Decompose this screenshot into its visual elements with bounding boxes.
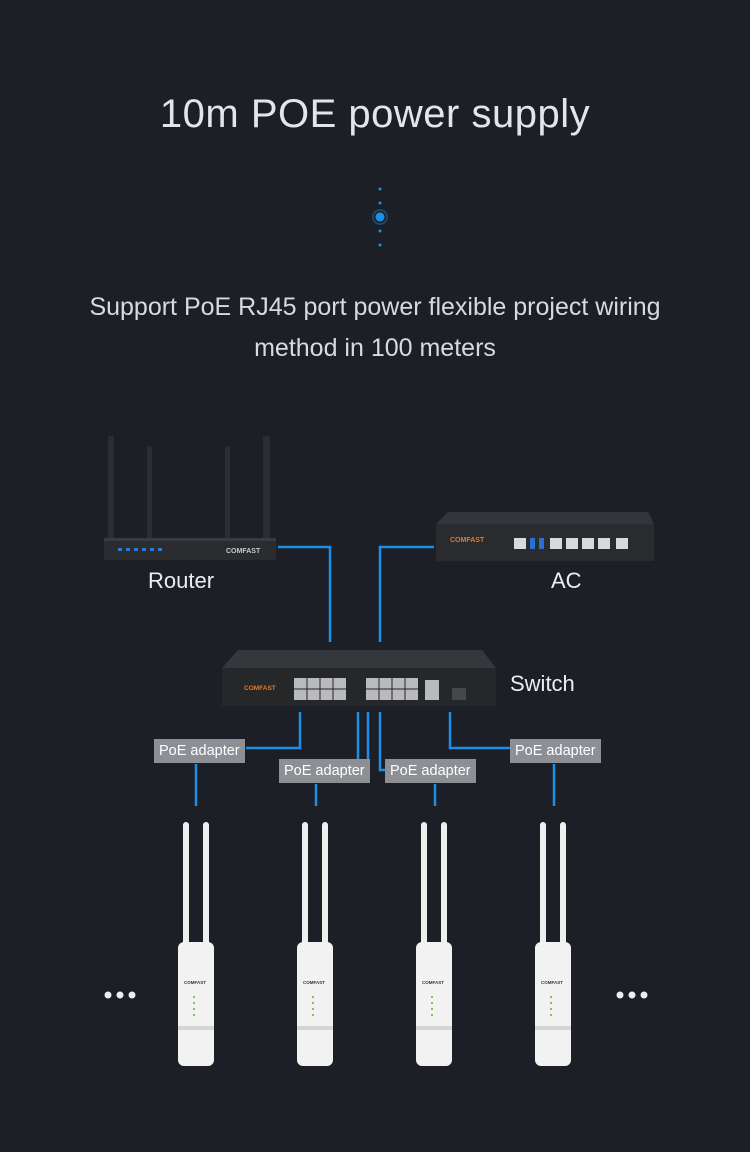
- svg-text:COMFAST: COMFAST: [422, 980, 444, 985]
- access-point: COMFAST: [178, 822, 214, 1066]
- router-label: Router: [148, 568, 215, 593]
- svg-text:COMFAST: COMFAST: [244, 685, 276, 692]
- access-point: COMFAST: [416, 822, 452, 1066]
- switch-device: COMFAST: [222, 650, 496, 706]
- more-dots-icon: [104, 991, 136, 999]
- ac-label: AC: [551, 568, 582, 593]
- page-subtitle: Support PoE RJ45 port power flexible pro…: [89, 293, 661, 362]
- ac-controller-device: COMFAST: [436, 512, 654, 561]
- svg-text:COMFAST: COMFAST: [184, 980, 206, 985]
- access-point: COMFAST: [535, 822, 571, 1066]
- svg-text:COMFAST: COMFAST: [450, 537, 485, 544]
- svg-text:COMFAST: COMFAST: [541, 980, 563, 985]
- access-point: COMFAST: [297, 822, 333, 1066]
- svg-text:COMFAST: COMFAST: [226, 548, 261, 555]
- svg-text:COMFAST: COMFAST: [303, 980, 325, 985]
- page-title: 10m POE power supply: [159, 92, 591, 136]
- switch-label: Switch: [510, 671, 575, 696]
- separator-dots-icon: [372, 187, 388, 247]
- poe-adapter-badge: PoE adapter: [385, 759, 476, 783]
- poe-adapter-badge: PoE adapter: [279, 759, 370, 783]
- poe-adapter-badge: PoE adapter: [154, 739, 245, 763]
- poe-adapter-badge: PoE adapter: [510, 739, 601, 763]
- router-device: COMFAST: [104, 436, 276, 560]
- more-dots-icon: [616, 991, 648, 999]
